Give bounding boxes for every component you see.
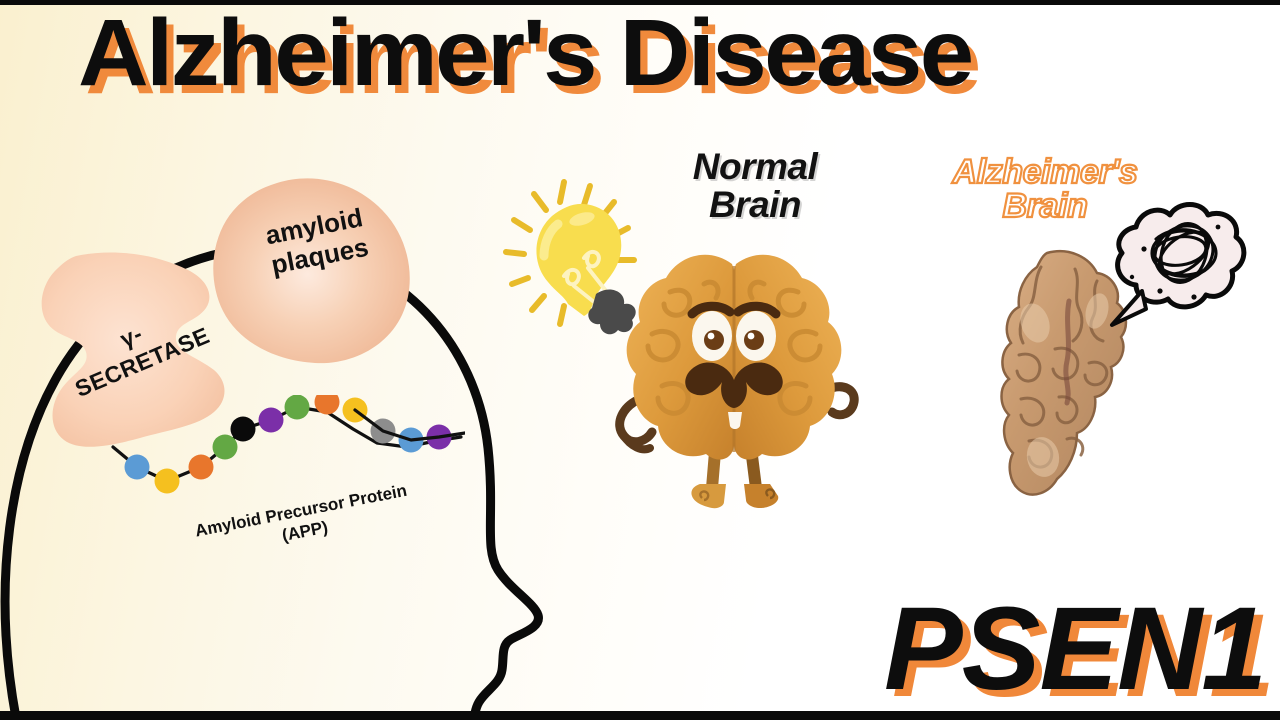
gamma-secretase-blob — [28, 248, 243, 463]
page-title: Alzheimer's Disease — [78, 0, 974, 106]
lightbulb-icon — [498, 168, 658, 338]
amyloid-precursor-protein-chain — [105, 389, 467, 505]
app-bead-group — [124, 389, 452, 494]
thought-bubble-icon — [1098, 193, 1248, 338]
normal-brain-label: Normal Brain — [692, 146, 818, 225]
alzheimer-brain-label: Alzheimer's Brain — [951, 153, 1139, 225]
normal-brain-character — [600, 230, 870, 520]
gene-label-psen1: PSEN1 — [884, 583, 1267, 715]
amyloid-plaque-blob — [205, 175, 420, 370]
letterbox-bar-top — [0, 0, 1280, 5]
letterbox-bar-bottom — [0, 711, 1280, 720]
alzheimer-brain-image — [985, 245, 1145, 510]
